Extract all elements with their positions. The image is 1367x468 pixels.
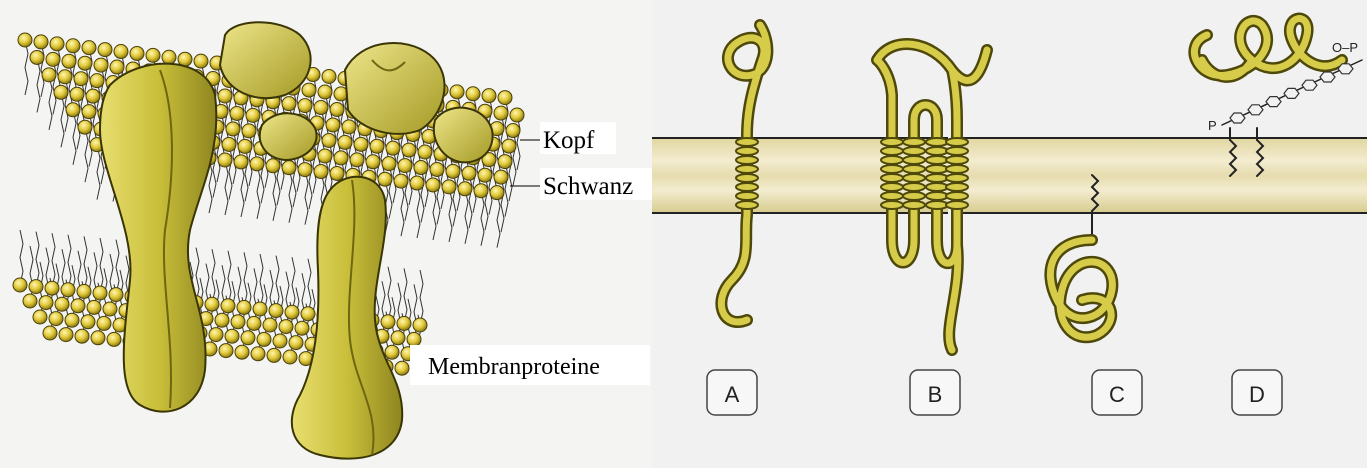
box-b-label: B	[928, 382, 943, 407]
box-d: D	[1232, 370, 1282, 415]
peripheral-protein-right	[345, 43, 444, 134]
transmembrane-protein-left	[100, 64, 216, 412]
peripheral-protein-top	[220, 22, 311, 98]
box-d-label: D	[1249, 382, 1265, 407]
phosphate-left-label: P	[1208, 118, 1217, 133]
label-schwanz: Schwanz	[543, 173, 633, 200]
label-membranproteine: Membranproteine	[428, 354, 600, 380]
box-a: A	[707, 370, 757, 415]
protein-types-svg: P O–P A B C D	[652, 0, 1367, 468]
label-boxes: A B C D	[707, 370, 1282, 415]
lipid-bilayer-svg: Kopf Schwanz Membranproteine	[0, 0, 652, 468]
label-kopf: Kopf	[543, 127, 595, 154]
lipid-bilayer-panel: Kopf Schwanz Membranproteine	[0, 0, 652, 468]
box-a-label: A	[725, 382, 740, 407]
protein-types-panel: P O–P A B C D	[652, 0, 1367, 468]
membrane-band	[652, 135, 1367, 216]
peripheral-protein-middle	[260, 113, 317, 160]
box-c: C	[1092, 370, 1142, 415]
membrane-proteins	[100, 22, 493, 458]
box-c-label: C	[1109, 382, 1125, 407]
box-b: B	[910, 370, 960, 415]
phosphate-top-label: O–P	[1332, 40, 1358, 55]
